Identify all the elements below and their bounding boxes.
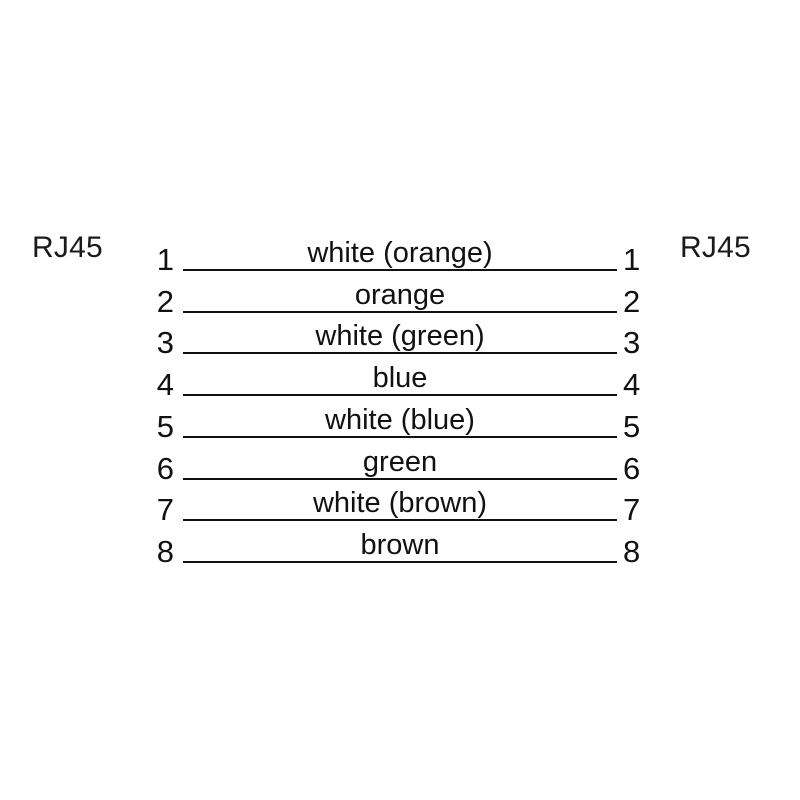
wire-line [183,394,617,397]
left-pin-number: 4 [156,367,174,403]
left-pin-number: 3 [156,325,174,361]
right-pin-number: 8 [623,533,641,569]
wire-line [183,352,617,355]
wire-line [183,477,617,480]
wire-color-label: orange [354,278,446,311]
left-pin-number: 8 [156,533,174,569]
right-pin-number: 3 [623,325,641,361]
right-connector-label: RJ45 [680,231,751,264]
right-pin-number: 2 [623,283,641,319]
wire-line [183,435,617,438]
left-pin-number: 6 [156,450,174,486]
wire-color-label: white (green) [315,320,485,353]
right-pin-number: 5 [623,408,641,444]
wire-line [183,519,617,522]
left-connector-label: RJ45 [32,231,103,264]
right-pin-number: 4 [623,367,641,403]
wire-line [183,560,617,563]
wire-color-label: blue [372,362,428,395]
right-pin-number: 1 [623,242,641,277]
wire-color-label: white (orange) [307,237,493,269]
wire-color-label: brown [360,528,440,561]
wire-color-label: green [362,445,438,478]
left-pin-number: 2 [156,283,174,319]
wire-line [183,269,617,271]
wire-color-label: white (brown) [312,487,488,520]
right-pin-number: 7 [623,492,641,528]
left-pin-number: 1 [156,242,174,277]
left-pin-number: 5 [156,408,174,444]
right-pin-number: 6 [623,450,641,486]
left-pin-number: 7 [156,492,174,528]
wire-line [183,310,617,313]
wire-color-label: white (blue) [325,403,475,436]
